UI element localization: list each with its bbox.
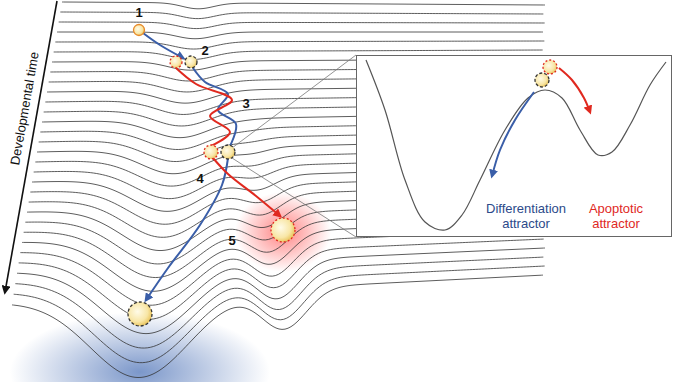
- cell-ball: [271, 218, 295, 242]
- callout-number: 4: [196, 171, 203, 186]
- callout-number: 1: [135, 5, 142, 20]
- trajectory-path: [559, 68, 590, 112]
- trajectory-path: [176, 68, 232, 146]
- contour-line: [57, 32, 543, 39]
- axis-label: Developmental time: [7, 50, 42, 166]
- cell-ball: [535, 73, 549, 87]
- trajectory-path: [143, 33, 183, 58]
- cell-ball: [185, 56, 197, 68]
- callout-number: 3: [242, 96, 249, 111]
- trajectory-path: [146, 158, 228, 300]
- contour-line: [15, 257, 543, 348]
- attractor-label: Apoptotic attractor: [576, 201, 656, 231]
- attractor-label: Differentiation attractor: [471, 201, 581, 231]
- contour-line: [55, 41, 544, 49]
- cell-ball: [204, 145, 218, 159]
- contour-line: [12, 275, 543, 377]
- contour-line: [14, 266, 545, 363]
- cell-ball: [221, 145, 235, 159]
- inset-ground: [356, 55, 672, 237]
- contour-line: [59, 22, 545, 29]
- cell-ball: [128, 302, 152, 326]
- cell-ball: [134, 25, 145, 36]
- contour-line: [62, 2, 545, 9]
- contour-line: [60, 12, 543, 19]
- zoom-line: [232, 55, 356, 148]
- callout-number: 2: [201, 43, 208, 58]
- trajectory-path: [492, 92, 534, 176]
- potential-curve: [366, 60, 666, 230]
- cell-ball: [543, 60, 557, 74]
- inset-box: Differentiation attractorApoptotic attra…: [356, 55, 672, 237]
- callout-number: 5: [228, 233, 235, 248]
- trajectory-path: [213, 158, 280, 216]
- time-axis-arrow: [5, 1, 57, 292]
- cell-ball: [170, 56, 182, 68]
